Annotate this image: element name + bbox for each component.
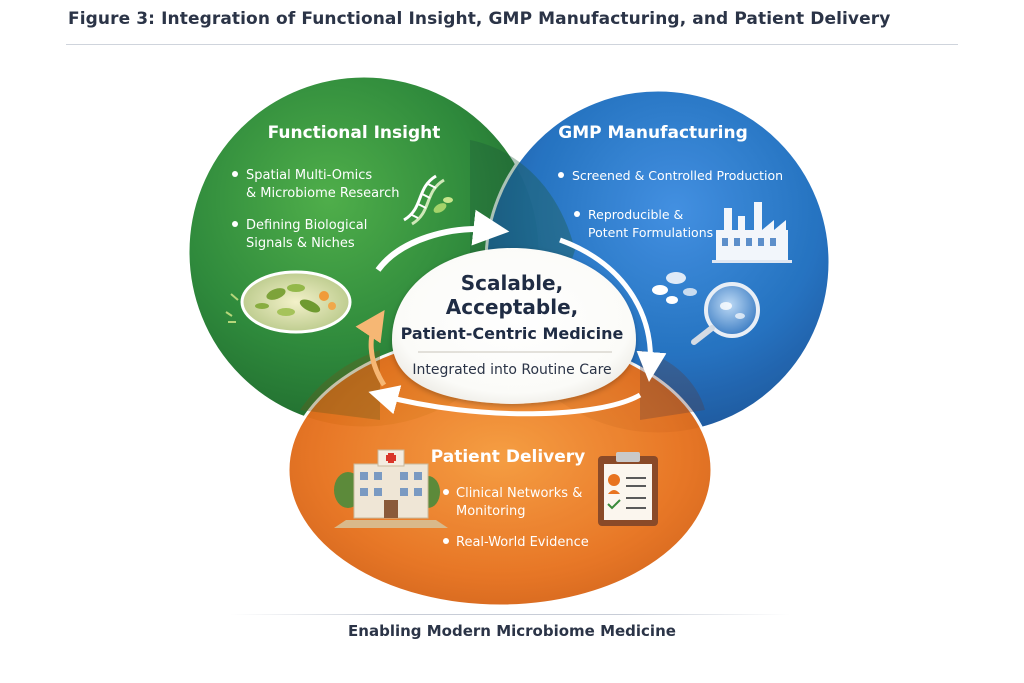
- hospital-icon: [334, 449, 448, 528]
- center-subtitle: Integrated into Routine Care: [412, 362, 611, 378]
- flow-arrow-bottom: [368, 385, 642, 417]
- dna-icon: [403, 174, 453, 226]
- gmp-bullet-2-line-2: Potent Formulations: [588, 225, 713, 240]
- bullet-dot: [232, 221, 238, 227]
- functional-bullet-1-line-2: & Microbiome Research: [246, 186, 400, 201]
- factory-icon: [712, 202, 792, 263]
- center-line-3: Patient-Centric Medicine: [401, 324, 624, 343]
- flow-arrow-top: [375, 209, 510, 272]
- flow-arrow-left: [355, 310, 387, 387]
- center-line-2: Acceptable,: [446, 295, 578, 319]
- functional-insight-title: Functional Insight: [268, 123, 441, 143]
- bullet-dot: [232, 171, 238, 177]
- clipboard-icon: [598, 452, 658, 526]
- center-line-1: Scalable,: [461, 271, 563, 295]
- center-bubble: [392, 248, 636, 404]
- bullet-dot: [558, 172, 564, 178]
- footer-caption: Enabling Modern Microbiome Medicine: [348, 622, 676, 640]
- delivery-bullet-1-line-1: Clinical Networks &: [456, 486, 582, 501]
- functional-bullet-1-line-1: Spatial Multi-Omics: [246, 168, 372, 183]
- functional-bullet-2-line-1: Defining Biological: [246, 218, 367, 233]
- pills-magnifier-icon: [652, 272, 760, 345]
- gmp-manufacturing-title: GMP Manufacturing: [558, 123, 748, 143]
- delivery-bullet-2-line-1: Real-World Evidence: [456, 535, 589, 550]
- delivery-bullet-1-line-2: Monitoring: [456, 504, 526, 519]
- gmp-bullet-1-line-1: Screened & Controlled Production: [572, 168, 783, 183]
- microbe-dish-icon: [225, 270, 352, 334]
- bullet-dot: [443, 489, 449, 495]
- gmp-bullet-2-line-1: Reproducible &: [588, 207, 684, 222]
- functional-bullet-2-line-2: Signals & Niches: [246, 236, 355, 251]
- flow-arrow-right: [559, 237, 667, 382]
- footer-divider: [230, 614, 790, 615]
- title-divider: [66, 44, 958, 45]
- bullet-dot: [574, 211, 580, 217]
- figure-title: Figure 3: Integration of Functional Insi…: [68, 9, 891, 29]
- patient-delivery-title: Patient Delivery: [431, 447, 585, 467]
- bullet-dot: [443, 538, 449, 544]
